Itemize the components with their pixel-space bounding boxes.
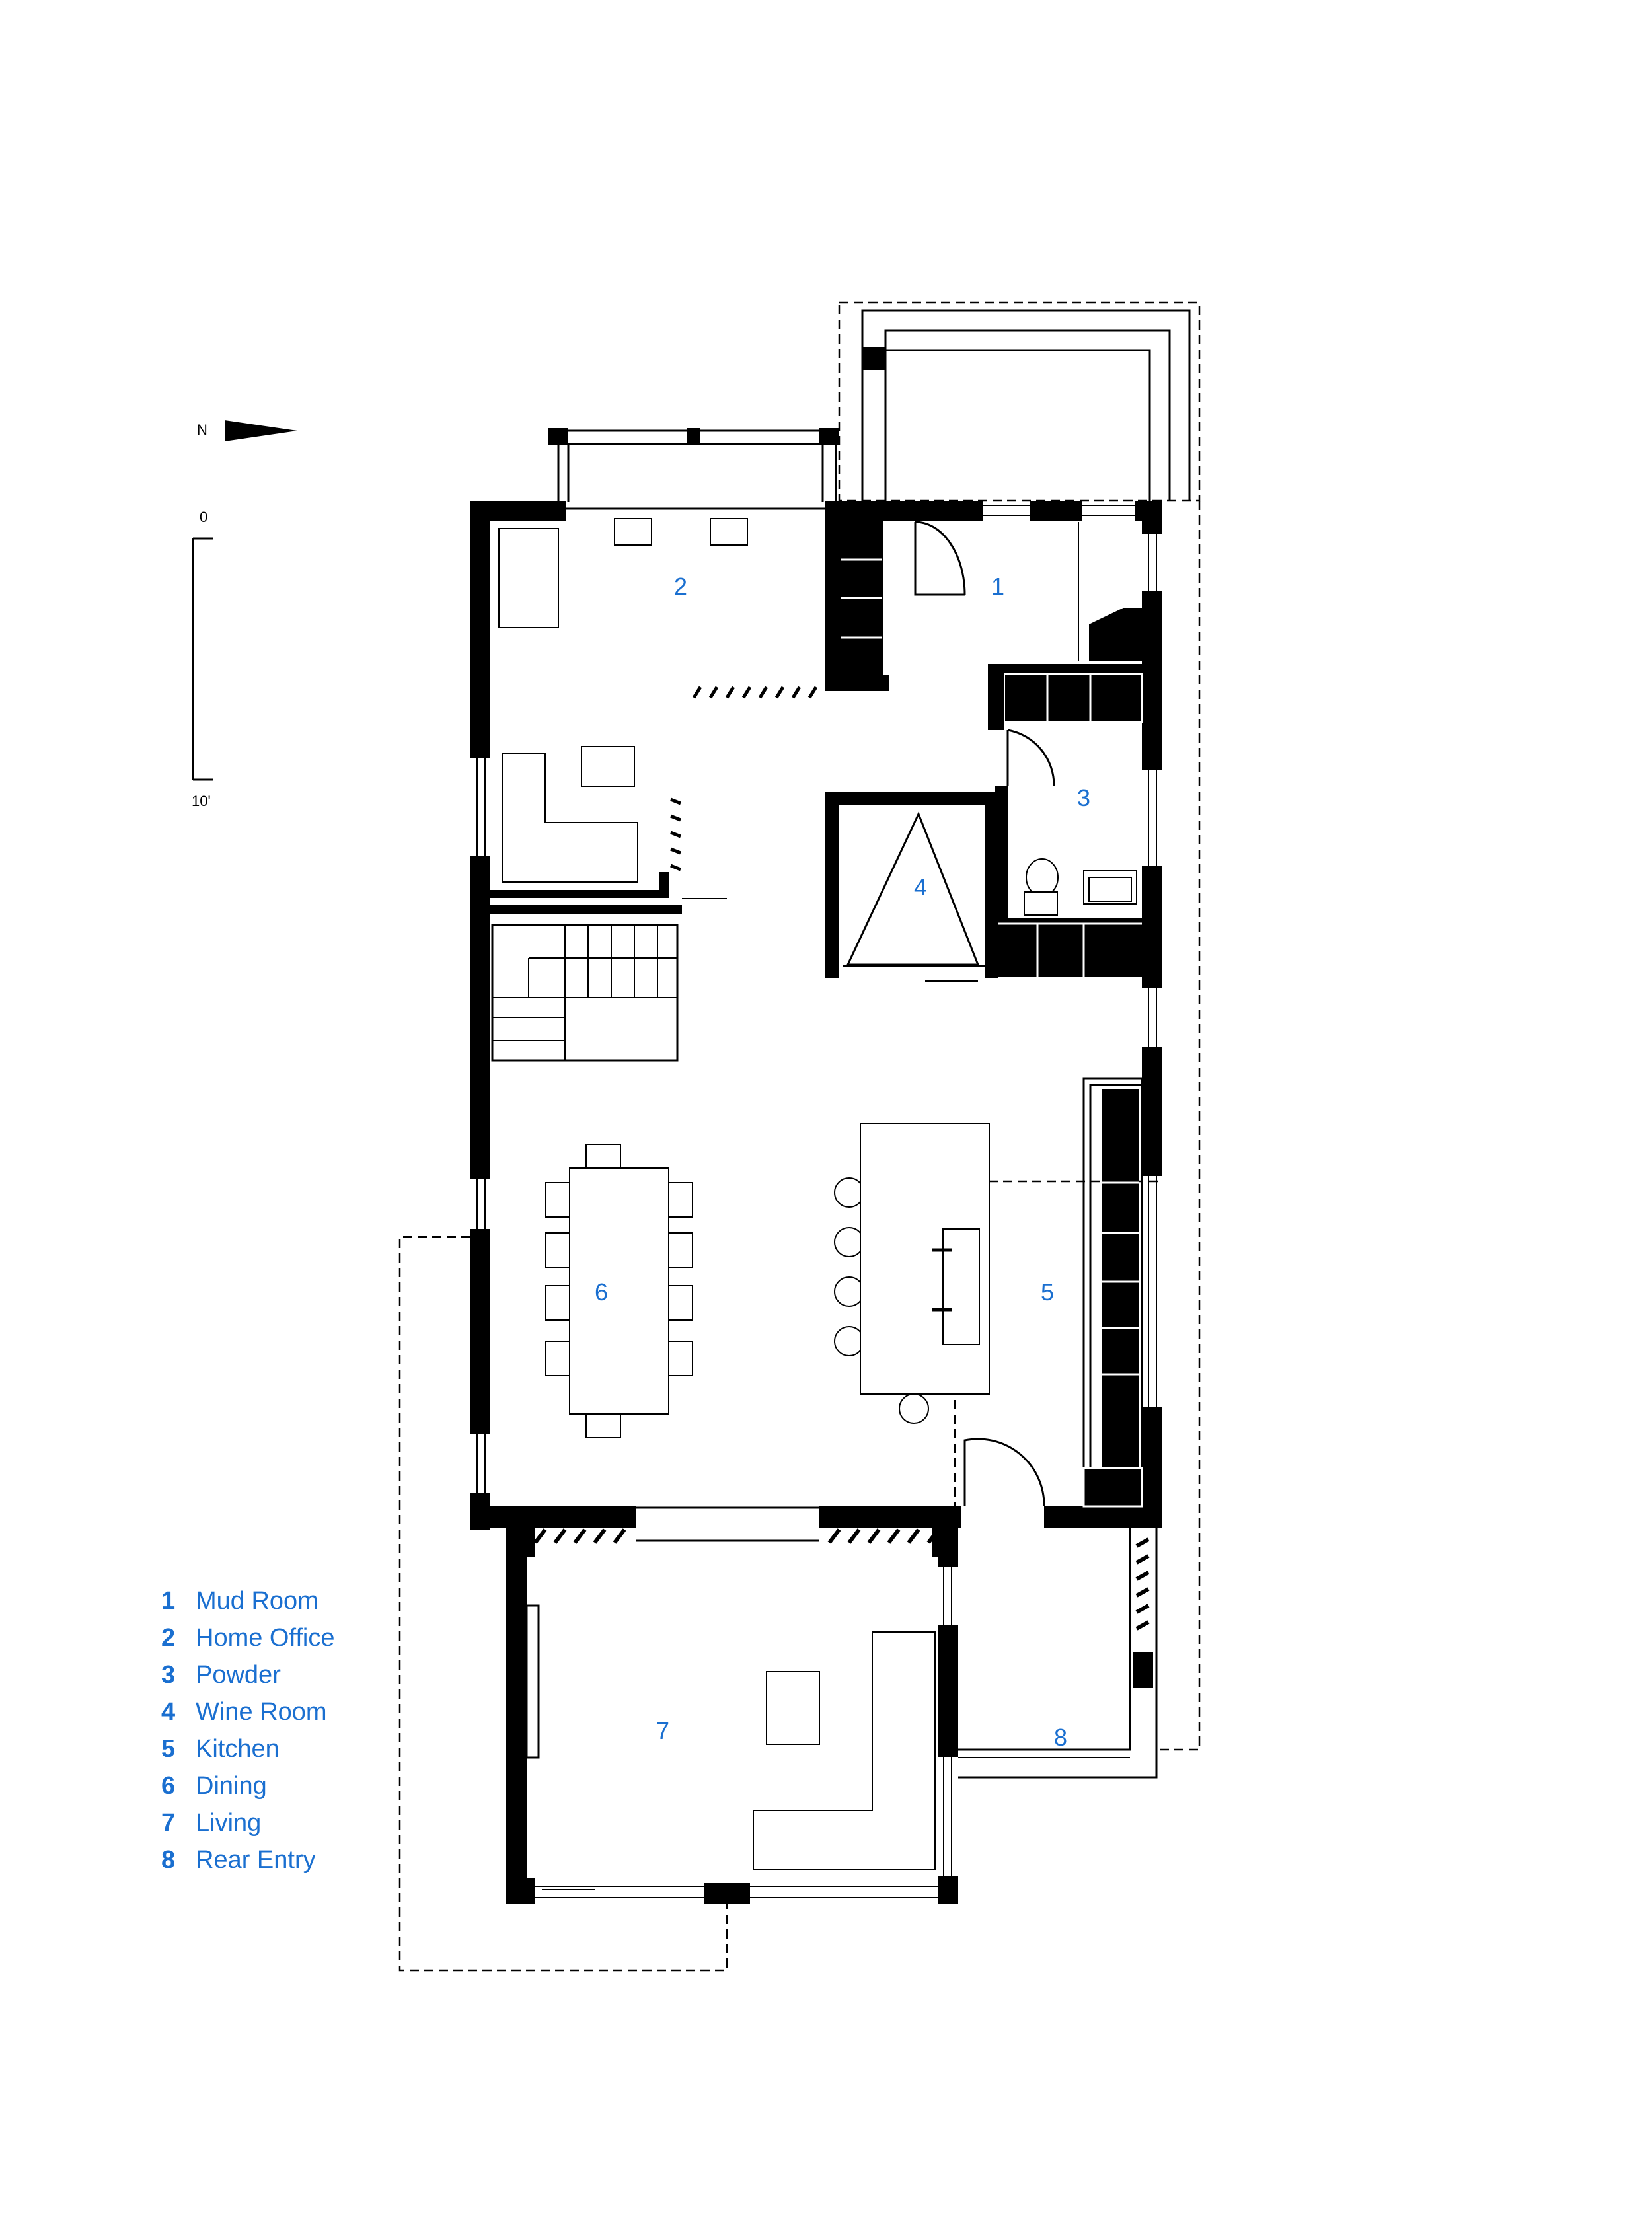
office-bay-window bbox=[548, 428, 839, 502]
legend-room-name: Mud Room bbox=[196, 1587, 319, 1615]
legend-number: 2 bbox=[161, 1624, 175, 1652]
room-label-6: 6 bbox=[595, 1278, 608, 1306]
room-label-3: 3 bbox=[1077, 784, 1090, 811]
kitchen-island bbox=[834, 1123, 990, 1424]
wine-room-fixtures bbox=[843, 811, 988, 982]
exterior-walls bbox=[470, 501, 1162, 1542]
legend-number: 3 bbox=[161, 1661, 175, 1689]
room-legend: 1 Mud Room 2 Home Office 3 Powder 4 Wine… bbox=[161, 1587, 334, 1874]
room-label-1: 1 bbox=[991, 573, 1004, 600]
kitchen-counter bbox=[1082, 1077, 1143, 1508]
north-arrow: N bbox=[197, 420, 297, 441]
legend-number: 6 bbox=[161, 1772, 175, 1800]
rear-entry bbox=[958, 1528, 1158, 1779]
legend-number: 1 bbox=[161, 1587, 175, 1615]
room-label-5: 5 bbox=[1041, 1278, 1054, 1306]
legend-number: 7 bbox=[161, 1809, 175, 1837]
dining-table bbox=[545, 1144, 693, 1438]
legend-number: 5 bbox=[161, 1735, 175, 1763]
legend-room-name: Powder bbox=[196, 1661, 281, 1689]
legend-item: 6 Dining bbox=[161, 1772, 267, 1800]
patio-dashed-outline bbox=[398, 1236, 728, 1972]
room-label-2: 2 bbox=[674, 573, 687, 600]
legend-room-name: Wine Room bbox=[196, 1698, 327, 1726]
upper-balcony bbox=[861, 309, 1191, 501]
north-label: N bbox=[197, 422, 207, 438]
legend-room-name: Living bbox=[196, 1809, 261, 1837]
room-labels: 1 2 3 4 5 6 7 8 bbox=[595, 573, 1090, 1751]
upper-deck-outline bbox=[838, 301, 1201, 502]
doors bbox=[914, 521, 1055, 1507]
powder-fixtures bbox=[1024, 858, 1137, 916]
office-furniture bbox=[498, 518, 818, 883]
scale-bar: 0 10' bbox=[192, 509, 213, 809]
legend-item: 4 Wine Room bbox=[161, 1698, 327, 1726]
room-label-7: 7 bbox=[656, 1717, 669, 1744]
legend-number: 4 bbox=[161, 1698, 175, 1726]
interior-walls bbox=[490, 521, 1143, 978]
legend-item: 1 Mud Room bbox=[161, 1587, 319, 1615]
stairs bbox=[491, 924, 679, 1062]
legend-item: 3 Powder bbox=[161, 1661, 281, 1689]
north-arrow-icon bbox=[225, 420, 297, 441]
legend-item: 8 Rear Entry bbox=[161, 1846, 316, 1874]
legend-item: 5 Kitchen bbox=[161, 1735, 280, 1763]
legend-room-name: Home Office bbox=[196, 1624, 334, 1652]
legend-item: 7 Living bbox=[161, 1809, 261, 1837]
legend-room-name: Kitchen bbox=[196, 1735, 280, 1763]
sliding-doors bbox=[542, 898, 727, 1890]
room-label-4: 4 bbox=[914, 873, 927, 901]
right-dashed-outline bbox=[1156, 501, 1201, 1751]
scale-end-label: 10' bbox=[192, 793, 211, 809]
room-label-8: 8 bbox=[1054, 1724, 1067, 1751]
scale-start-label: 0 bbox=[200, 509, 207, 525]
legend-item: 2 Home Office bbox=[161, 1624, 334, 1652]
living-room bbox=[506, 1528, 958, 1904]
legend-number: 8 bbox=[161, 1846, 175, 1874]
legend-room-name: Rear Entry bbox=[196, 1846, 316, 1874]
legend-room-name: Dining bbox=[196, 1772, 267, 1800]
